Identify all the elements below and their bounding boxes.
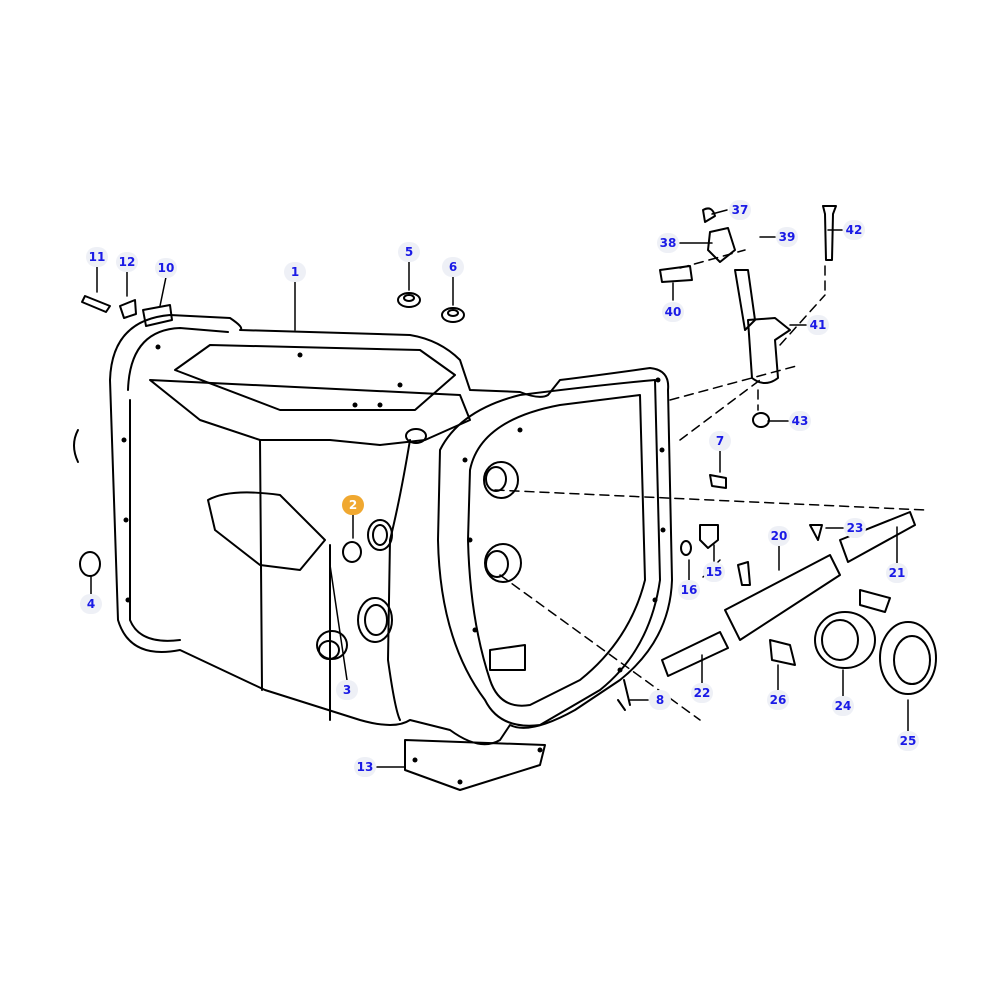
part-callout-4[interactable]: 4 [80,594,102,614]
small-parts [73,205,937,711]
part-callout-6[interactable]: 6 [442,257,464,277]
bolt-holes [121,344,666,785]
part-callout-25[interactable]: 25 [897,731,919,751]
part-callout-37[interactable]: 37 [729,200,751,220]
housing [109,314,673,791]
part-callout-13[interactable]: 13 [354,757,376,777]
part-callout-21[interactable]: 21 [886,563,908,583]
part-callout-23[interactable]: 23 [844,518,866,538]
part-callout-26[interactable]: 26 [767,690,789,710]
part-callout-8[interactable]: 8 [649,690,671,710]
leader-lines [90,209,909,768]
dashed-guides [494,249,926,721]
part-callout-2[interactable]: 2 [342,495,364,515]
part-callout-24[interactable]: 24 [832,696,854,716]
part-callout-43[interactable]: 43 [789,411,811,431]
part-callout-22[interactable]: 22 [691,683,713,703]
part-callout-16[interactable]: 16 [678,580,700,600]
part-callout-38[interactable]: 38 [657,233,679,253]
bosses [79,428,522,660]
part-callout-15[interactable]: 15 [703,562,725,582]
part-callout-41[interactable]: 41 [807,315,829,335]
part-callout-40[interactable]: 40 [662,302,684,322]
part-callout-3[interactable]: 3 [336,680,358,700]
part-callout-39[interactable]: 39 [776,227,798,247]
part-callout-5[interactable]: 5 [398,242,420,262]
part-callout-10[interactable]: 10 [155,258,177,278]
part-callout-20[interactable]: 20 [768,526,790,546]
part-callout-12[interactable]: 12 [116,252,138,272]
part-callout-1[interactable]: 1 [284,262,306,282]
part-callout-42[interactable]: 42 [843,220,865,240]
part-callout-7[interactable]: 7 [709,431,731,451]
part-callout-11[interactable]: 11 [86,247,108,267]
